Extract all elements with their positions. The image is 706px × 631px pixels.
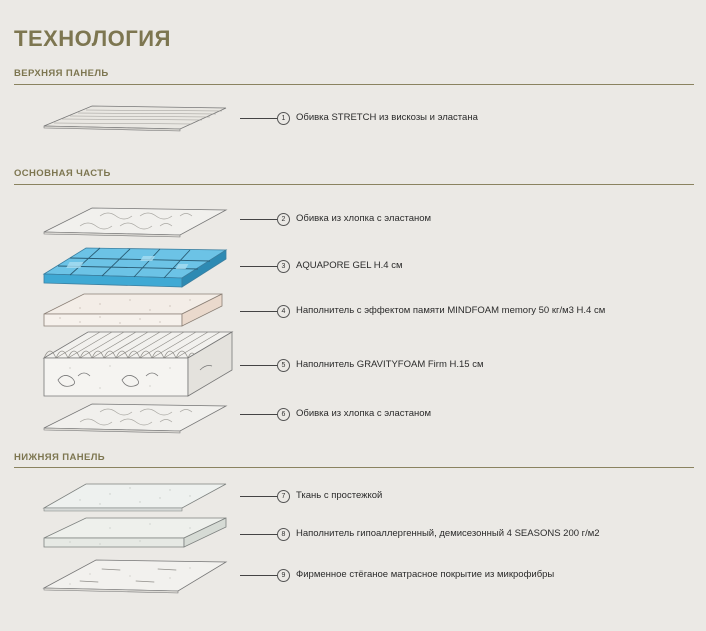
layer-2-leader-line — [240, 219, 278, 220]
layer-3-illustration — [42, 247, 228, 288]
layer-5-illustration — [42, 331, 234, 397]
layer-3-number-badge: 3 — [277, 260, 290, 273]
layer-1-illustration — [43, 105, 227, 132]
layer-9-number-badge: 9 — [277, 569, 290, 582]
layer-8-label: Наполнитель гипоаллергенный, демисезонны… — [296, 528, 600, 539]
section-divider-top — [14, 84, 694, 85]
section-label-top-panel: ВЕРХНЯЯ ПАНЕЛЬ — [14, 68, 109, 79]
section-label-bottom-panel: НИЖНЯЯ ПАНЕЛЬ — [14, 452, 106, 463]
layer-8-illustration — [43, 517, 227, 548]
layer-7-label: Ткань с простежкой — [296, 490, 383, 501]
layer-2-label: Обивка из хлопка с эластаном — [296, 213, 432, 224]
layer-9-label: Фирменное стёганое матрасное покрытие из… — [296, 569, 555, 580]
layer-6-leader-line — [240, 414, 278, 415]
page-title: ТЕХНОЛОГИЯ — [14, 26, 171, 51]
layer-7-leader-line — [240, 496, 278, 497]
layer-2-number-badge: 2 — [277, 213, 290, 226]
layer-5-leader-line — [240, 365, 278, 366]
layer-1-number-badge: 1 — [277, 112, 290, 125]
layer-4-illustration — [43, 293, 223, 327]
layer-7-number-badge: 7 — [277, 490, 290, 503]
layer-6-label: Обивка из хлопка с эластаном — [296, 408, 432, 419]
layer-8-number-badge: 8 — [277, 528, 290, 541]
section-label-core: ОСНОВНАЯ ЧАСТЬ — [14, 168, 111, 179]
section-divider-bottom — [14, 467, 694, 468]
layer-7-illustration — [42, 483, 227, 512]
layer-9-illustration — [42, 559, 228, 594]
layer-5-label: Наполнитель GRAVITYFOAM Firm H.15 см — [296, 359, 484, 370]
layer-6-illustration — [43, 403, 228, 434]
layer-5-number-badge: 5 — [277, 359, 290, 372]
layer-9-leader-line — [240, 575, 278, 576]
layer-1-label: Обивка STRETCH из вискозы и эластана — [296, 112, 478, 123]
section-divider-core — [14, 184, 694, 185]
layer-4-number-badge: 4 — [277, 305, 290, 318]
layer-3-leader-line — [240, 266, 278, 267]
layer-3-label: AQUAPORE GEL H.4 см — [296, 260, 403, 271]
layer-4-label: Наполнитель с эффектом памяти MINDFOAM m… — [296, 305, 606, 316]
layer-2-illustration — [43, 207, 228, 238]
layer-4-leader-line — [240, 311, 278, 312]
layer-1-leader-line — [240, 118, 278, 119]
layer-6-number-badge: 6 — [277, 408, 290, 421]
layer-8-leader-line — [240, 534, 278, 535]
